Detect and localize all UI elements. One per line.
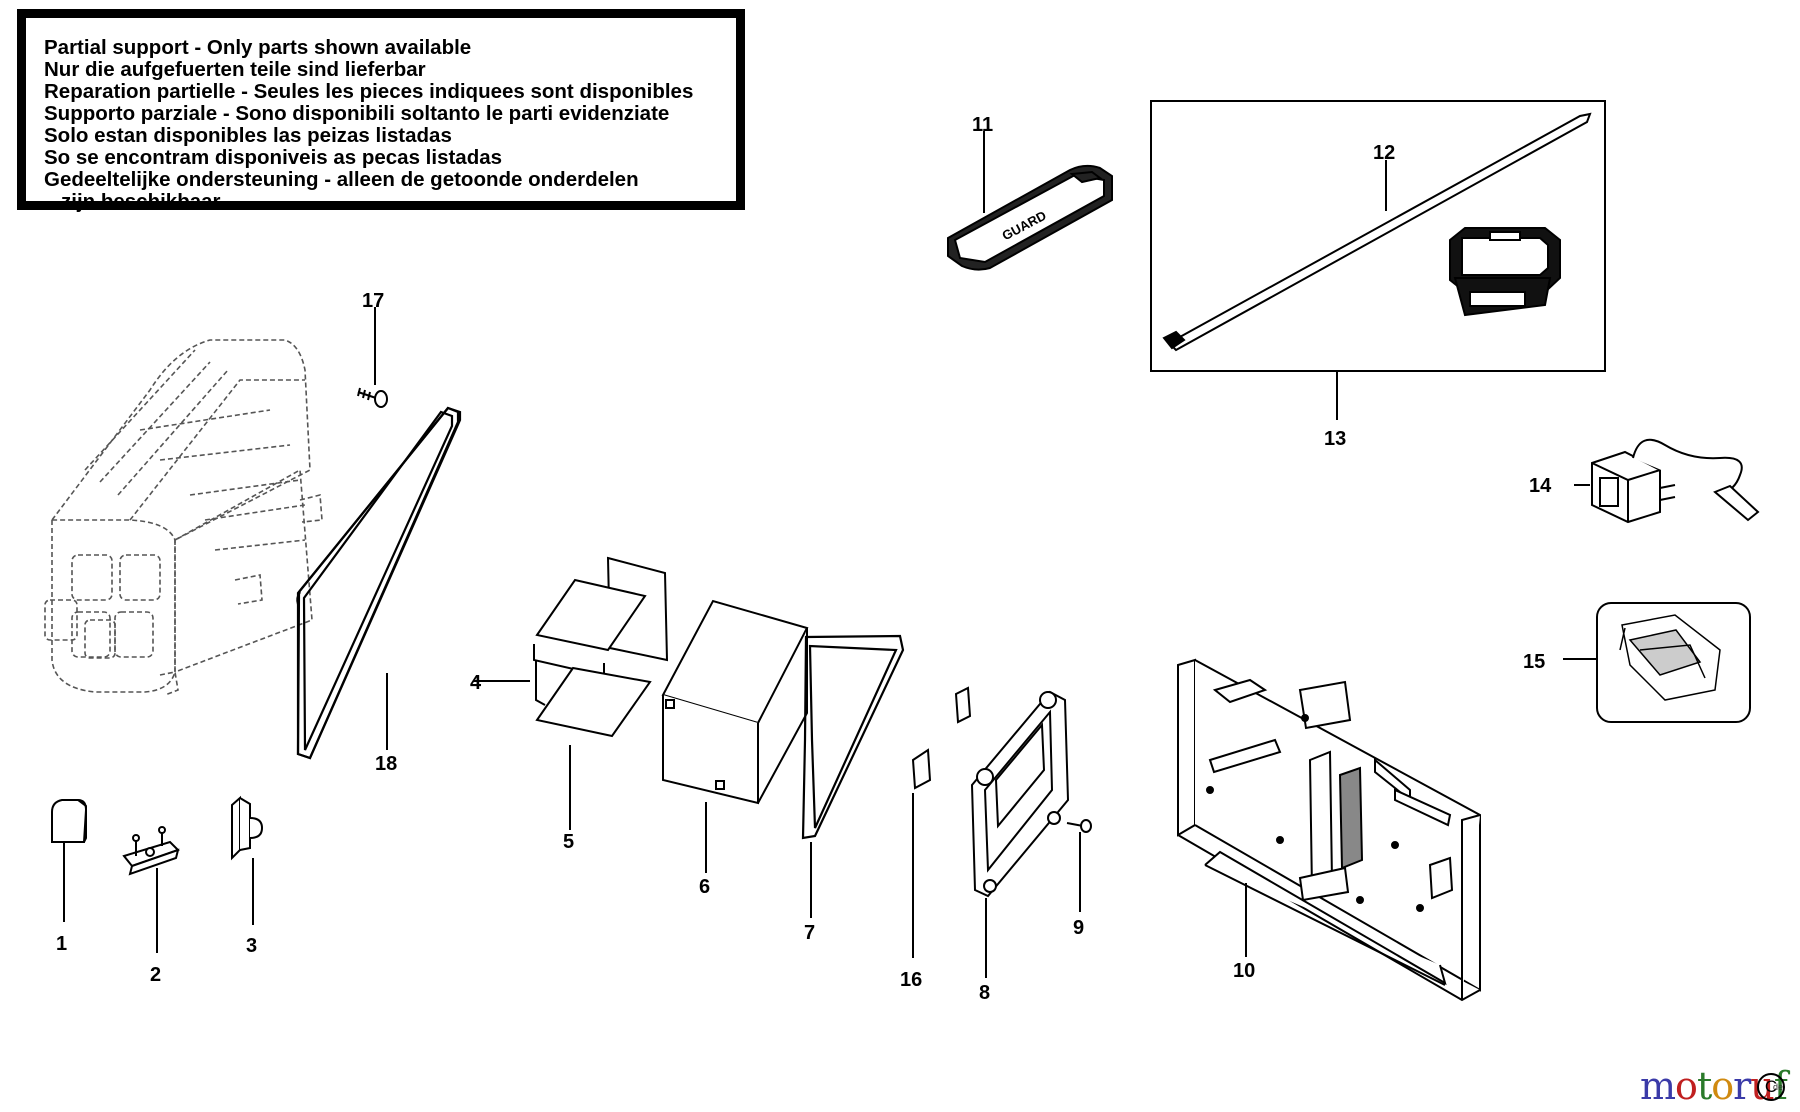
callout-14: 14 xyxy=(1529,475,1552,497)
copyright-symbol: C xyxy=(1757,1073,1785,1101)
guard-part-11: GUARD xyxy=(947,164,1113,271)
callout-13: 13 xyxy=(1324,428,1346,450)
callout-4: 4 xyxy=(470,672,482,694)
kit-box-part-13 xyxy=(1150,100,1606,372)
callout-17: 17 xyxy=(362,290,384,312)
callout-8: 8 xyxy=(979,982,990,1004)
battery-pack-part xyxy=(1449,227,1561,317)
callout-6: 6 xyxy=(699,876,710,898)
gasket-part-18 xyxy=(296,406,460,760)
bag-box-part-15 xyxy=(1596,602,1751,723)
notice-line-en: Partial support - Only parts shown avail… xyxy=(44,36,472,59)
button-part-3 xyxy=(231,795,264,861)
partial-support-notice: Partial support - Only parts shown avail… xyxy=(17,9,745,213)
callout-11: 11 xyxy=(972,114,993,136)
housing-ghost-outline xyxy=(44,339,323,696)
callout-1: 1 xyxy=(56,933,67,955)
screw-part-9 xyxy=(1066,819,1092,833)
callout-16: 16 xyxy=(900,969,922,991)
notice-line-de: Nur die aufgefuerten teile sind lieferba… xyxy=(44,58,426,81)
rod-part-12 xyxy=(1162,112,1592,352)
notice-line-pt: So se encontram disponiveis as pecas lis… xyxy=(44,146,503,169)
callout-9: 9 xyxy=(1073,917,1084,939)
pad-part-16 xyxy=(911,686,972,790)
callout-18: 18 xyxy=(375,753,397,775)
callout-2: 2 xyxy=(150,964,161,986)
bracket-part-2 xyxy=(122,826,180,876)
watermark-suffix: de xyxy=(1773,1082,1784,1092)
callout-10: 10 xyxy=(1233,960,1255,982)
gasket-outline-18 xyxy=(296,406,462,760)
charger-part-14 xyxy=(1591,438,1760,524)
callout-12: 12 xyxy=(1373,142,1395,164)
screw-part-17 xyxy=(357,387,388,408)
plate-part-5 xyxy=(533,556,669,738)
notice-line-it: Supporto parziale - Sono disponibili sol… xyxy=(44,102,670,125)
callout-7: 7 xyxy=(804,922,815,944)
base-plate-part-10 xyxy=(1177,658,1481,1002)
notice-line-nl: Gedeeltelijke ondersteuning - alleen de … xyxy=(44,168,639,191)
gasket-part-7 xyxy=(801,634,905,840)
cover-part-8 xyxy=(970,690,1070,898)
cap-part-1 xyxy=(51,799,88,843)
notice-line-fr: Reparation partielle - Seules les pieces… xyxy=(44,80,694,103)
callout-15: 15 xyxy=(1523,651,1545,673)
battery-block-part-6 xyxy=(661,599,809,805)
notice-line-es: Solo estan disponibles las peizas listad… xyxy=(44,124,452,147)
bag-part-15 xyxy=(1619,614,1721,701)
callout-3: 3 xyxy=(246,935,257,957)
notice-line-nl-cont: zijn beschikbaar xyxy=(61,190,221,213)
callout-5: 5 xyxy=(563,831,574,853)
